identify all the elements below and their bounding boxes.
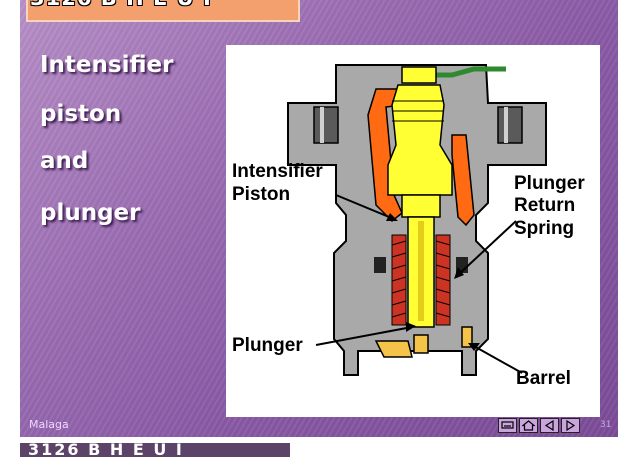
minimize-icon — [501, 421, 514, 429]
body-line-piston: piston — [40, 101, 122, 127]
left-margin — [0, 0, 20, 451]
intensifier-piston-body — [401, 194, 441, 218]
barrel-tip — [374, 340, 413, 358]
mount-bore-left — [313, 106, 339, 144]
injector-diagram: Intensifier Piston Plunger Return Spring… — [226, 45, 600, 417]
arrow-return-spring-head — [454, 267, 464, 279]
return-spring-left — [391, 234, 407, 326]
prev-button[interactable] — [540, 418, 559, 433]
next-icon — [566, 420, 576, 431]
arrow-barrel — [471, 344, 523, 374]
body-line-plunger: plunger — [40, 200, 141, 226]
right-margin — [618, 0, 638, 451]
slide: 3126 B H E U I Intensifier piston and pl… — [20, 0, 618, 437]
arrow-intensifier-piston-head — [386, 213, 398, 221]
return-spring-right — [435, 234, 451, 326]
mount-bore-right — [497, 106, 523, 144]
prev-icon — [544, 420, 554, 431]
body-line-intensifier: Intensifier — [40, 52, 174, 78]
label-plunger-top: Plunger — [514, 173, 585, 194]
title-banner — [26, 0, 300, 22]
arrow-plunger — [315, 326, 413, 346]
plunger-stem-shade — [418, 221, 424, 321]
seal-ring-left — [374, 257, 386, 273]
page-number: 31 — [600, 420, 612, 430]
barrel-side — [461, 326, 473, 348]
barrel-check — [413, 334, 429, 354]
label-piston: Piston — [232, 184, 290, 205]
home-icon — [522, 420, 535, 431]
body-line-and: and — [40, 148, 89, 174]
injector-cutaway: Intensifier Piston Plunger Return Spring… — [232, 64, 585, 389]
mount-bore-left-shine — [320, 107, 324, 143]
label-barrel: Barrel — [516, 368, 571, 389]
arrow-return-spring — [457, 220, 517, 276]
label-return: Return — [514, 195, 575, 216]
intensifier-piston-head — [387, 84, 453, 196]
next-slide-title: 3126 B H E U I — [28, 440, 184, 459]
footer-label: Malaga — [29, 418, 69, 431]
next-button[interactable] — [561, 418, 580, 433]
mount-bore-right-shine — [504, 107, 508, 143]
arrow-barrel-head — [468, 343, 480, 351]
label-intensifier: Intensifier — [232, 161, 323, 182]
slide-title: 3126 B H E U I — [30, 0, 212, 10]
valve-top — [401, 66, 437, 84]
oil-passage-right — [451, 134, 475, 227]
minimize-button[interactable] — [498, 418, 517, 433]
poppet-line — [422, 66, 506, 78]
arrow-intensifier-piston — [335, 194, 395, 220]
arrow-plunger-head — [406, 322, 416, 332]
label-plunger: Plunger — [232, 335, 303, 356]
slide-nav — [498, 418, 580, 434]
home-button[interactable] — [519, 418, 538, 433]
label-spring: Spring — [514, 218, 574, 239]
